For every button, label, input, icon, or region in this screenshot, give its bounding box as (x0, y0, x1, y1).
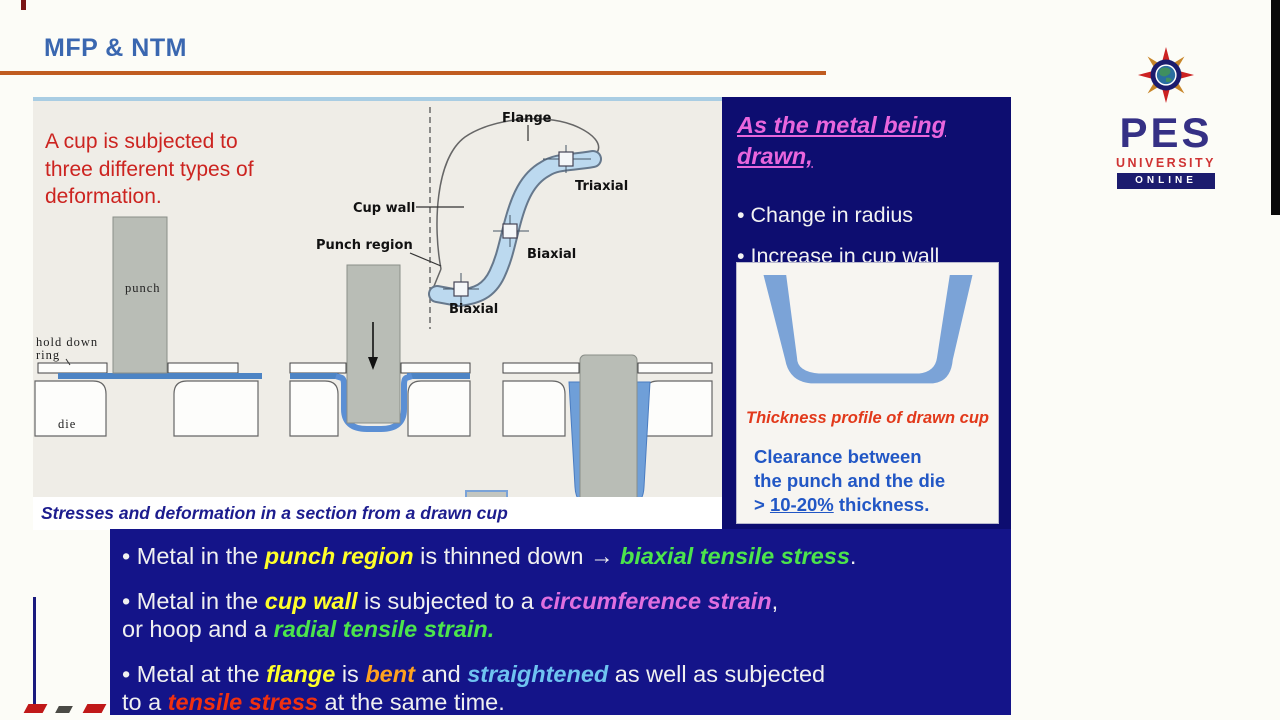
flange-outline (436, 118, 600, 270)
label-triaxial: Triaxial (575, 179, 628, 194)
label-punch-region: Punch region (316, 238, 413, 253)
drawn-cup-figure: Flange Triaxial Cup wall Punch region Bi… (33, 97, 723, 511)
cropped-logo-fragment (55, 706, 73, 713)
figure-caption-strip: Stresses and deformation in a section fr… (33, 497, 723, 530)
sheet-stage1 (58, 373, 262, 379)
title-underline (0, 71, 826, 75)
cropped-logo-fragment (82, 704, 107, 713)
punch-stage3 (579, 354, 638, 504)
thickness-profile-box: Thickness profile of drawn cup Clearance… (736, 262, 999, 524)
compass-emblem-icon (1137, 46, 1195, 104)
punch-stage1 (112, 216, 168, 374)
hold-down-pointer (65, 358, 71, 366)
right-panel-bullets: • Change in radius • Increase in cup wal… (737, 189, 1003, 271)
label-die: die (58, 417, 76, 431)
left-decoration-line (33, 597, 36, 705)
cropped-logo-fragment (23, 704, 48, 713)
bottom-bullet-flange: • Metal at the flange is bent and straig… (122, 661, 826, 715)
label-biaxial-bottom: Biaxial (449, 302, 498, 317)
cup-section-band (430, 152, 600, 306)
punch-region-pointer (409, 252, 442, 267)
label-hold-down-2: ring (36, 348, 60, 362)
label-biaxial-mid: Biaxial (527, 247, 576, 262)
figure-top-border (33, 97, 723, 101)
label-hold-down-1: hold down (36, 335, 98, 349)
bottom-text-box: • Metal in the punch region is thinned d… (110, 529, 1011, 715)
cup-profile-shape (763, 274, 972, 384)
figure-caption: Stresses and deformation in a section fr… (41, 503, 508, 523)
intro-text: A cup is subjected to three different ty… (45, 130, 254, 208)
label-punch: punch (125, 281, 161, 295)
logo-university: UNIVERSITY (1115, 156, 1216, 170)
page-title: MFP & NTM (44, 34, 187, 62)
right-panel: As the metal being drawn, • Change in ra… (722, 97, 1011, 530)
label-flange: Flange (502, 111, 552, 126)
punch-arrow-head (368, 357, 378, 370)
logo-online-badge: ONLINE (1117, 173, 1215, 189)
die-blocks (34, 380, 713, 437)
stress-element-triaxial (558, 151, 574, 167)
bullet-change-radius: • Change in radius (737, 203, 914, 227)
stress-element-biaxial-bottom (453, 281, 469, 297)
sheet-stage2-left (290, 373, 337, 379)
thickness-profile-caption: Thickness profile of drawn cup (746, 409, 989, 427)
cup-thickness-profile-drawing (763, 274, 972, 384)
bottom-bullet-punch-region: • Metal in the punch region is thinned d… (122, 543, 857, 569)
pes-university-logo: PES UNIVERSITY ONLINE (1108, 46, 1224, 189)
right-panel-heading: As the metal being drawn, (737, 112, 946, 169)
logo-name: PES (1119, 109, 1213, 156)
sheet-stage2-drawn (335, 373, 413, 432)
bottom-bullet-cup-wall: • Metal in the cup wall is subjected to … (122, 588, 779, 642)
stress-element-biaxial-mid (502, 223, 518, 239)
right-edge-strip (1271, 0, 1280, 215)
label-cup-wall: Cup wall (353, 201, 415, 216)
sheet-stage2-right (407, 373, 470, 379)
corner-red-mark (21, 0, 26, 10)
